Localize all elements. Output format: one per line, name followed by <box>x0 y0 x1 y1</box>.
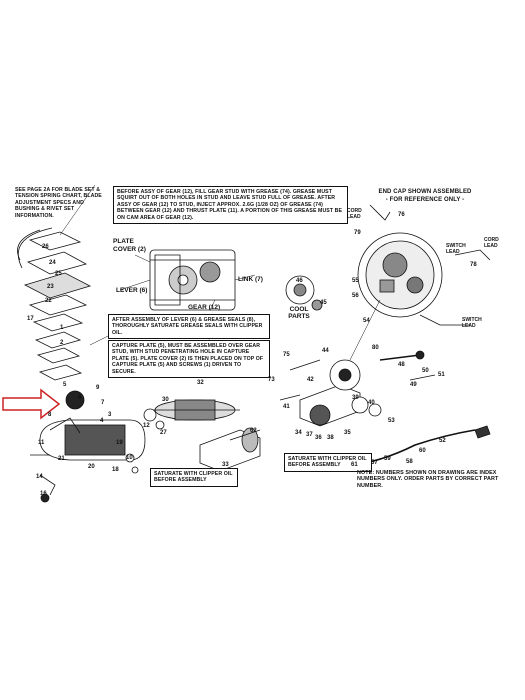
callout-11: 11 <box>38 440 45 446</box>
note-see-page: SEE PAGE 2A FOR BLADE SET & TENSION SPRI… <box>15 187 102 219</box>
label-gear: GEAR (12) <box>188 304 221 311</box>
label-switch-lead: SWITCH LEAD <box>446 243 466 255</box>
end-cap-sub: - FOR REFERENCE ONLY - <box>385 197 465 203</box>
callout-18: 18 <box>112 467 119 473</box>
callout-12: 12 <box>143 423 150 429</box>
callout-5: 5 <box>63 382 67 388</box>
callout-46: 46 <box>296 278 303 284</box>
armature-group <box>143 399 240 430</box>
callout-44: 44 <box>322 348 329 354</box>
note-saturate-1: SATURATE WITH CLIPPER OIL BEFORE ASSEMBL… <box>150 468 238 487</box>
label-switch-lead-2: SWITCH LEAD <box>462 317 482 329</box>
callout-58: 58 <box>406 459 413 465</box>
callout-6: 6 <box>78 395 82 401</box>
callout-8: 8 <box>48 412 52 418</box>
callout-35: 35 <box>344 430 351 436</box>
callout-75: 75 <box>283 352 290 358</box>
callout-59: 59 <box>384 456 391 462</box>
cool-parts-group <box>285 275 323 311</box>
label-cord-lead-2: CORD LEAD <box>484 237 499 249</box>
callout-10: 10 <box>126 455 133 461</box>
callout-34: 34 <box>295 430 302 436</box>
callout-22: 22 <box>45 298 52 304</box>
callout-73: 73 <box>268 377 275 383</box>
callout-25: 25 <box>55 271 62 277</box>
callout-21: 21 <box>58 456 65 462</box>
callout-23: 23 <box>47 284 54 290</box>
callout-61: 61 <box>351 462 358 468</box>
callout-2: 2 <box>60 340 64 346</box>
callout-14: 14 <box>36 474 43 480</box>
callout-55: 55 <box>352 278 359 284</box>
index-note: NOTE: NUMBERS SHOWN ON DRAWING ARE INDEX… <box>357 470 499 489</box>
callout-54: 54 <box>363 318 370 324</box>
callout-3: 3 <box>108 412 112 418</box>
callout-40: 40 <box>368 400 375 406</box>
blade-stack-group <box>17 227 92 381</box>
red-pointer-arrow <box>2 388 61 420</box>
note-capture-plate: CAPTURE PLATE (5), MUST BE ASSEMBLED OVE… <box>108 340 270 379</box>
callout-78: 78 <box>470 262 477 268</box>
switch-parts-group <box>379 350 436 381</box>
callout-76: 76 <box>398 212 405 218</box>
callout-56: 56 <box>352 293 359 299</box>
field-housing-group <box>199 427 261 472</box>
callout-16: 16 <box>40 491 47 497</box>
note-saturate-2: SATURATE WITH CLIPPER OIL BEFORE ASSEMBL… <box>284 453 372 472</box>
callout-49: 49 <box>410 382 417 388</box>
callout-4: 4 <box>100 418 104 424</box>
note-lever-seals: AFTER ASSEMBLY OF LEVER (6) & GREASE SEA… <box>108 314 270 340</box>
callout-53: 53 <box>388 418 395 424</box>
gear-assembly-group <box>149 249 236 311</box>
callout-62: 62 <box>250 428 257 434</box>
clipper-body-group <box>39 390 146 461</box>
callout-32: 32 <box>197 380 204 386</box>
lower-small-parts-group <box>30 453 139 503</box>
callout-80: 80 <box>372 345 379 351</box>
label-plate-cover: PLATE COVER (2) <box>113 238 146 253</box>
callout-9: 9 <box>96 385 100 391</box>
callout-27: 27 <box>160 430 167 436</box>
callout-20: 20 <box>88 464 95 470</box>
end-cap-title: END CAP SHOWN ASSEMBLED <box>378 189 472 195</box>
callout-52: 52 <box>439 438 446 444</box>
label-cool-parts: COOL PARTS <box>288 306 310 320</box>
callout-30: 30 <box>162 397 169 403</box>
callout-33: 33 <box>222 462 229 468</box>
label-cord-lead: CORD LEAD <box>347 208 362 220</box>
callout-79: 79 <box>354 230 361 236</box>
brush-assembly-group <box>279 359 382 427</box>
callout-36: 36 <box>315 435 322 441</box>
callout-41: 41 <box>283 404 290 410</box>
end-cap-group <box>357 204 491 326</box>
callout-7: 7 <box>101 400 105 406</box>
callout-26: 26 <box>42 244 49 250</box>
label-lever: LEVER (6) <box>116 287 148 294</box>
callout-19: 19 <box>116 440 123 446</box>
label-link: LINK (7) <box>238 276 263 283</box>
callout-45: 45 <box>320 300 327 306</box>
callout-57: 57 <box>371 460 378 466</box>
callout-1: 1 <box>60 325 64 331</box>
callout-37: 37 <box>306 432 313 438</box>
callout-48: 48 <box>398 362 405 368</box>
callout-39: 39 <box>352 395 359 401</box>
callout-60: 60 <box>419 448 426 454</box>
callout-42: 42 <box>307 377 314 383</box>
callout-51: 51 <box>438 372 445 378</box>
callout-38: 38 <box>327 435 334 441</box>
callout-17: 17 <box>27 316 34 322</box>
callout-50: 50 <box>422 368 429 374</box>
callout-24: 24 <box>49 260 56 266</box>
note-gear-grease: BEFORE ASSY OF GEAR (12), FILL GEAR STUD… <box>113 186 348 225</box>
